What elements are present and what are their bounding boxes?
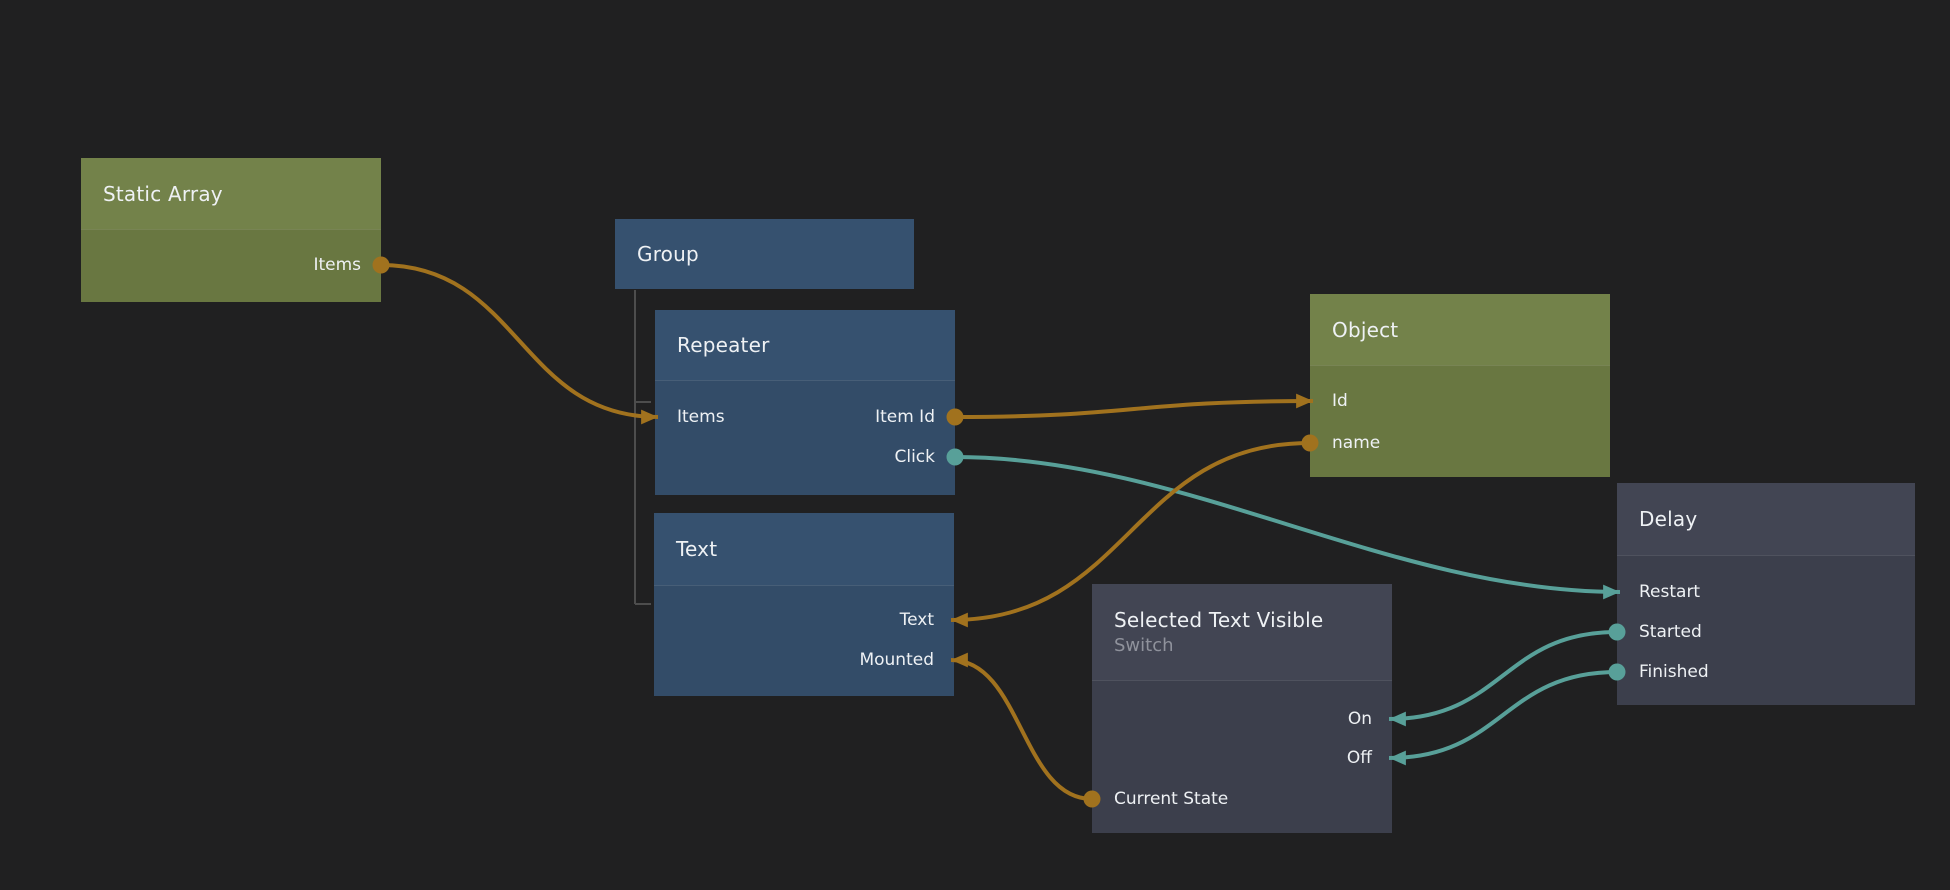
header-divider xyxy=(1092,680,1392,681)
wire-switch-current-state-to-text-mounted[interactable] xyxy=(950,652,1093,801)
port-current-state[interactable]: Current State xyxy=(1114,786,1228,812)
group-children-line xyxy=(634,290,651,605)
header-divider xyxy=(1617,555,1915,556)
port-label: Text xyxy=(899,610,934,630)
port-text[interactable]: Text xyxy=(900,607,934,633)
header-divider xyxy=(81,229,381,230)
header-divider xyxy=(654,585,954,586)
node-title: Text xyxy=(676,537,718,561)
wire-static-array-items-to-repeater-items[interactable] xyxy=(380,263,659,425)
node-subtitle: Switch xyxy=(1114,635,1174,656)
port-label: Items xyxy=(677,407,725,427)
port-label: Items xyxy=(313,255,361,275)
port-label: Finished xyxy=(1639,662,1709,682)
header-divider xyxy=(655,380,955,381)
node-header: Delay xyxy=(1617,483,1915,555)
node-header: Object xyxy=(1310,294,1610,365)
wire-delay-started-to-switch-on[interactable] xyxy=(1388,630,1618,727)
port-label: name xyxy=(1332,433,1381,453)
wire-repeater-item-id-to-object-id[interactable] xyxy=(954,393,1314,419)
port-label: Item Id xyxy=(875,407,935,427)
node-header: Group xyxy=(615,219,914,289)
port-label: Restart xyxy=(1639,582,1701,602)
node-header: Static Array xyxy=(81,158,381,229)
port-label: Id xyxy=(1332,391,1348,411)
header-divider xyxy=(1310,365,1610,366)
port-on[interactable]: On xyxy=(1348,706,1372,732)
port-click[interactable]: Click xyxy=(894,444,935,470)
port-items[interactable]: Items xyxy=(313,252,361,278)
wire-object-name-to-text-text[interactable] xyxy=(950,441,1311,628)
node-header: Text xyxy=(654,513,954,585)
port-mounted[interactable]: Mounted xyxy=(859,647,934,673)
port-started[interactable]: Started xyxy=(1639,619,1702,645)
port-items[interactable]: Items xyxy=(677,404,725,430)
node-title: Object xyxy=(1332,317,1399,342)
node-group[interactable]: Group xyxy=(615,219,914,289)
port-name[interactable]: name xyxy=(1332,430,1380,456)
node-title: Repeater xyxy=(677,333,770,357)
wire-repeater-click-to-delay-restart[interactable] xyxy=(954,455,1621,600)
port-label: Off xyxy=(1346,748,1372,768)
node-title: Selected Text Visible xyxy=(1114,608,1324,632)
node-title: Delay xyxy=(1639,507,1698,531)
port-label: Current State xyxy=(1114,789,1229,809)
port-finished[interactable]: Finished xyxy=(1639,659,1709,685)
port-label: Started xyxy=(1639,622,1702,642)
node-title: Group xyxy=(637,242,699,266)
wire-delay-finished-to-switch-off[interactable] xyxy=(1388,670,1618,766)
port-item-id[interactable]: Item Id xyxy=(875,404,935,430)
port-off[interactable]: Off xyxy=(1347,745,1372,771)
node-title: Static Array xyxy=(103,181,223,206)
port-label: Mounted xyxy=(859,650,934,670)
port-label: Click xyxy=(894,447,935,467)
port-id[interactable]: Id xyxy=(1332,388,1348,414)
port-label: On xyxy=(1347,709,1372,729)
port-restart[interactable]: Restart xyxy=(1639,579,1700,605)
node-header: Repeater xyxy=(655,310,955,380)
